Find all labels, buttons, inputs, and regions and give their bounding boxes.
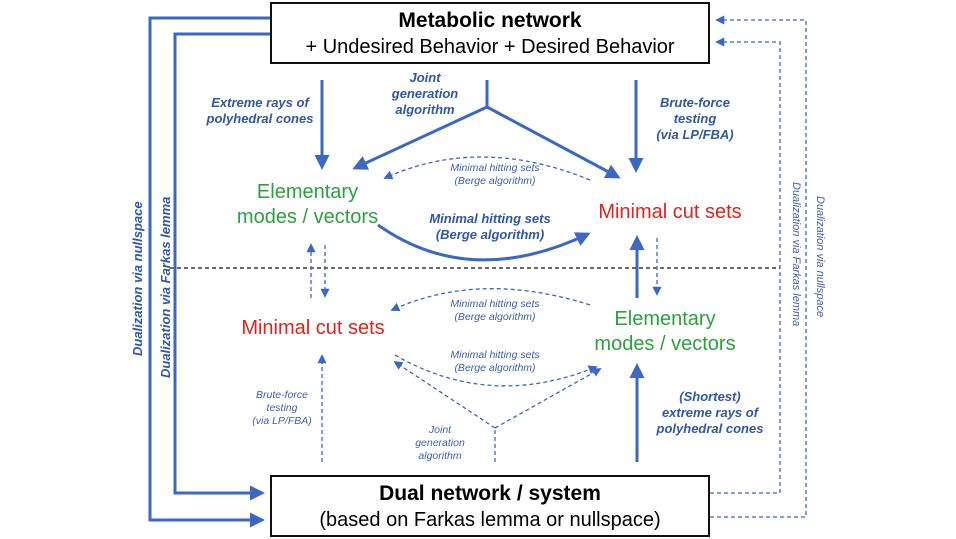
upper-mhs-dashed-label: Minimal hitting sets (Berge algorithm)	[450, 162, 540, 187]
lower-joint-left-branch	[393, 360, 496, 429]
upper-bold-mhs-arrow	[377, 223, 591, 262]
dual-network-title: Dual network / system	[379, 482, 601, 505]
joint-left-branch	[352, 105, 488, 170]
right-inner-dualization-label: Dualization via Farkas lemma	[790, 182, 802, 327]
dual-network-box: Dual network / system (based on Farkas l…	[270, 475, 710, 537]
upper-dashed-mhs-arrow	[383, 156, 591, 181]
shortest-extreme-rays-label: (Shortest) extreme rays of polyhedral co…	[656, 389, 764, 436]
brute-force-label: Brute-force testing (via LP/FBA)	[656, 95, 734, 142]
extreme-rays-label: Extreme rays of polyhedral cones	[206, 95, 314, 126]
lower-joint-generation-label: Joint generation algorithm	[415, 424, 465, 462]
upper-minimal-cut-sets: Minimal cut sets	[598, 201, 742, 223]
right-outer-arrow	[710, 15, 807, 518]
left-outer-arrow	[148, 16, 270, 528]
lower-elementary-modes: Elementary modes / vectors	[594, 308, 736, 355]
joint-generation-label: Joint generation algorithm	[391, 70, 459, 117]
lower-joint-right-branch	[494, 368, 602, 429]
upper-elementary-modes: Elementary modes / vectors	[236, 181, 379, 228]
upper-mhs-bold-label: Minimal hitting sets (Berge algorithm)	[429, 211, 551, 242]
dual-network-subtitle: (based on Farkas lemma or nullspace)	[319, 509, 661, 531]
joint-right-branch	[486, 105, 621, 179]
lower-mhs1-label: Minimal hitting sets (Berge algorithm)	[450, 298, 540, 323]
lower-brute-force-label: Brute-force testing (via LP/FBA)	[252, 389, 312, 427]
lower-minimal-cut-sets: Minimal cut sets	[241, 317, 385, 339]
metabolic-network-title: Metabolic network	[398, 9, 582, 32]
left-outer-dualization-label: Dualization via nullspace	[130, 201, 145, 356]
lower-mhs2-label: Minimal hitting sets (Berge algorithm)	[450, 349, 540, 374]
left-inner-arrow	[173, 32, 270, 501]
metabolic-network-box: Metabolic network + Undesired Behavior +…	[270, 2, 710, 64]
lower-dashed-mhs1-arrow	[390, 288, 591, 312]
right-outer-dualization-label: Dualization via nullspace	[814, 196, 826, 318]
left-inner-dualization-label: Dualization via Farkas lemma	[158, 196, 173, 378]
metabolic-network-subtitle: + Undesired Behavior + Desired Behavior	[305, 36, 675, 58]
right-inner-arrow	[710, 37, 781, 494]
